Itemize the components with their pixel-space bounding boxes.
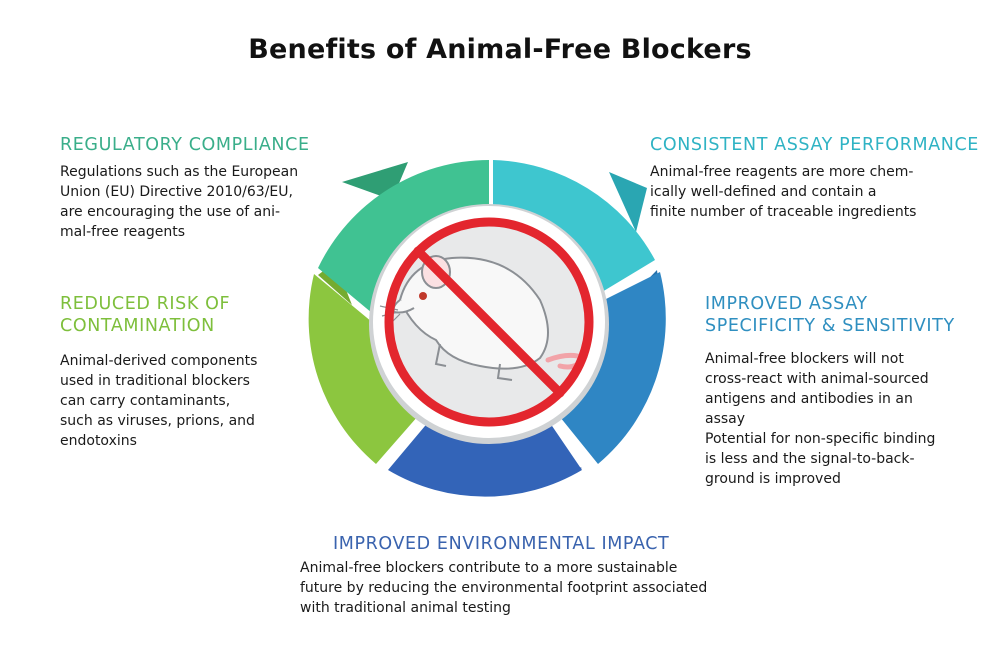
- page-title: Benefits of Animal-Free Blockers: [248, 34, 752, 65]
- body-line: Animal-free blockers contribute to a mor…: [300, 560, 678, 576]
- heading-line: CONTAMINATION: [60, 316, 215, 336]
- section-body: Animal-free blockers contribute to a mor…: [300, 558, 760, 618]
- rat-eye: [419, 292, 427, 300]
- segment-environment: [388, 420, 582, 497]
- body-line: Animal-derived components: [60, 353, 258, 369]
- segment-regulatory: [318, 160, 489, 318]
- section-heading: REGULATORY COMPLIANCE: [60, 135, 310, 155]
- body-line: are encouraging the use of ani-: [60, 204, 281, 220]
- body-line: Animal-free blockers will not: [705, 351, 904, 367]
- section-reduced-risk-contamination: REDUCED RISK OF CONTAMINATION Animal-der…: [60, 293, 330, 451]
- segment-tip-cyan: [609, 172, 647, 232]
- rat-legs: [434, 343, 513, 381]
- body-line: future by reducing the environmental foo…: [300, 580, 708, 596]
- heading-line: SPECIFICITY & SENSITIVITY: [705, 316, 955, 336]
- body-line: finite number of traceable ingredients: [650, 204, 917, 220]
- body-line: ground is improved: [705, 471, 841, 487]
- section-improved-environmental-impact: IMPROVED ENVIRONMENTAL IMPACT Animal-fre…: [300, 533, 760, 618]
- body-line: can carry contaminants,: [60, 393, 231, 409]
- section-body: Animal-free reagents are more chem- ical…: [650, 162, 990, 222]
- section-heading: CONSISTENT ASSAY PERFORMANCE: [650, 135, 979, 155]
- body-line: used in traditional blockers: [60, 373, 250, 389]
- section-heading: IMPROVED ASSAY SPECIFICITY & SENSITIVITY: [705, 293, 995, 337]
- body-line: endotoxins: [60, 433, 137, 449]
- prohibition-icon: [384, 217, 594, 427]
- body-line: Animal-free reagents are more chem-: [650, 164, 914, 180]
- body-line: antigens and antibodies in an: [705, 391, 913, 407]
- segment-consistent: [493, 160, 655, 298]
- body-line: Potential for non-specific binding: [705, 431, 936, 447]
- body-line: Regulations such as the European: [60, 164, 299, 180]
- section-body: Animal-derived components used in tradit…: [60, 351, 330, 451]
- section-heading: REDUCED RISK OF CONTAMINATION: [60, 293, 330, 337]
- section-body: Animal-free blockers will not cross-reac…: [705, 349, 995, 489]
- body-line: with traditional animal testing: [300, 600, 511, 616]
- body-line: such as viruses, prions, and: [60, 413, 255, 429]
- body-line: mal-free reagents: [60, 224, 186, 240]
- section-body: Regulations such as the European Union (…: [60, 162, 360, 242]
- heading-line: REDUCED RISK OF: [60, 294, 231, 314]
- body-line: assay: [705, 411, 746, 427]
- segment-specificity: [556, 272, 666, 464]
- segment-risk: [308, 274, 418, 464]
- body-line: ically well-defined and contain a: [650, 184, 877, 200]
- section-heading: IMPROVED ENVIRONMENTAL IMPACT: [333, 534, 670, 554]
- body-line: Union (EU) Directive 2010/63/EU,: [60, 184, 293, 200]
- body-line: is less and the signal-to-back-: [705, 451, 915, 467]
- section-improved-specificity: IMPROVED ASSAY SPECIFICITY & SENSITIVITY…: [705, 293, 995, 489]
- cycle-ring: [308, 160, 666, 497]
- section-consistent-assay-performance: CONSISTENT ASSAY PERFORMANCE Animal-free…: [650, 134, 990, 222]
- body-line: cross-react with animal-sourced: [705, 371, 929, 387]
- heading-line: IMPROVED ASSAY: [705, 294, 868, 314]
- section-regulatory-compliance: REGULATORY COMPLIANCE Regulations such a…: [60, 134, 360, 242]
